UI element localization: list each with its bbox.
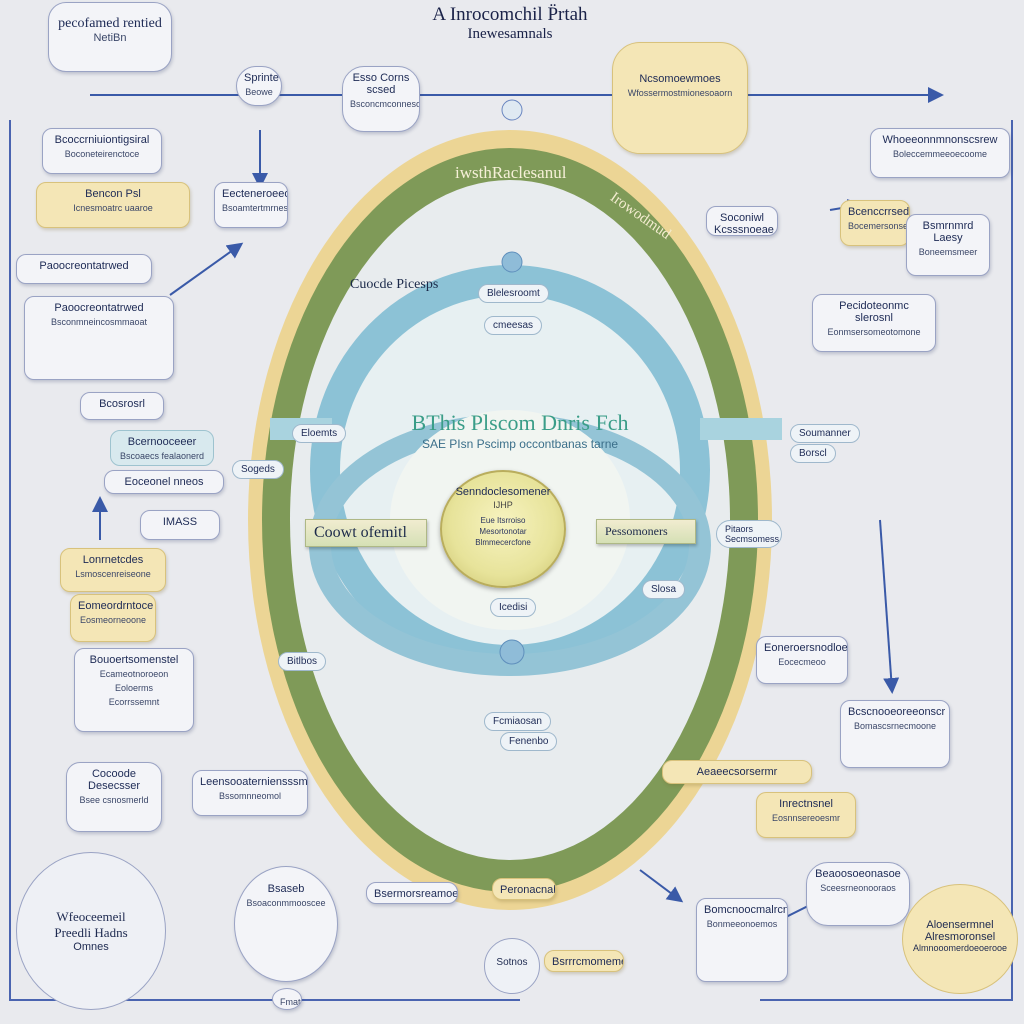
bottom-note: LeensooaterniensssmonerBssomnneomol [192,770,308,816]
pill-right-2: Borscl [790,444,836,463]
right-note: Aeaeecsorsermr [662,760,812,784]
bottom-note: Peronacnalamtos [492,878,556,900]
right-note: Soconiwl Kcsssnoeae [706,206,778,236]
bottom-tag: Bsrrrcmomemers [544,950,624,972]
core-node: Senndoclesomener IJHP Eue Itsrroiso Meso… [440,470,566,588]
pill-side-small: Slosa [642,580,686,599]
pill-bottom-2: Fcmiaosan [484,712,551,731]
pill-top-2: cmeesas [484,316,543,335]
left-note: Bcosrosrl [80,392,164,420]
left-note: EecteneroeeorscicoconeBsoamtertmrnesenal [214,182,288,228]
core-sub: IJHP [493,500,513,510]
pill-right-3: Pitaors Secmsomess [716,520,782,548]
core-line: Eue Itsrroiso [480,516,526,525]
connector [879,519,900,694]
pill-left: Eloemts [292,424,347,443]
core-line: Blmmecercfone [475,538,531,547]
title-line-2: Inewesamnals [467,26,553,42]
outer-ring-label: iwsthRaclesanul [455,163,567,182]
pill-top: Blelesroomt [478,284,549,303]
banner-left: Coowt ofemitl [305,519,427,547]
ring-node [501,99,523,121]
frame-line-right [760,120,1013,1001]
pill-left-2: Sogeds [232,460,284,479]
bottom-circle: Sotnos [484,938,540,994]
pill-right: Soumanner [790,424,860,443]
connector [639,869,684,903]
top-left-note: pecofamed rentied NetiBn [48,2,172,72]
big-circle-right: Aloensermnel Alresmoronsel Almnooomerdoe… [902,884,1018,994]
core-line: Mesortonotar [479,527,527,536]
center-line-1: BThis Plscom Dnris Fch [411,410,629,435]
core-title: Senndoclesomener [455,486,551,498]
center-line-2: SAE PIsn Pscimp occontbanas tarne [421,437,619,451]
title-line-1: A Inrocomchil P̈rtah [432,4,588,25]
top-note: Esso Corns scsedBsconcmconnesoue [342,66,420,132]
left-note: Eoceonel nneos [104,470,224,494]
left-note: IMASS [140,510,220,540]
pill-bottom: Icedisi [490,598,537,617]
banner-right: Pessomoners [596,519,696,544]
ring-node [499,639,525,665]
big-circle-left: Wfeoceemeil Preedli Hadns Omnes [16,852,166,1010]
diagram-title: A Inrocomchil P̈rtah Inewesamnals [400,4,620,43]
left-note: Paoocreontatrwed [16,254,152,284]
pill-bottom-3: Fenenbo [500,732,558,751]
connector [169,242,244,296]
middle-ring-label: Cuocde Picesps [350,277,439,292]
frame-line-left [9,120,520,1001]
center-heading: BThis Plscom Dnris Fch SAE PIsn Pscimp o… [400,410,640,451]
pill-lower-left: Bitlbos [278,652,327,671]
ring-node [501,251,523,273]
bottom-note: Bsermorsreamoes [366,882,458,904]
bottom-badge: Fmatle [272,988,302,1010]
ring-bridge [700,418,782,440]
